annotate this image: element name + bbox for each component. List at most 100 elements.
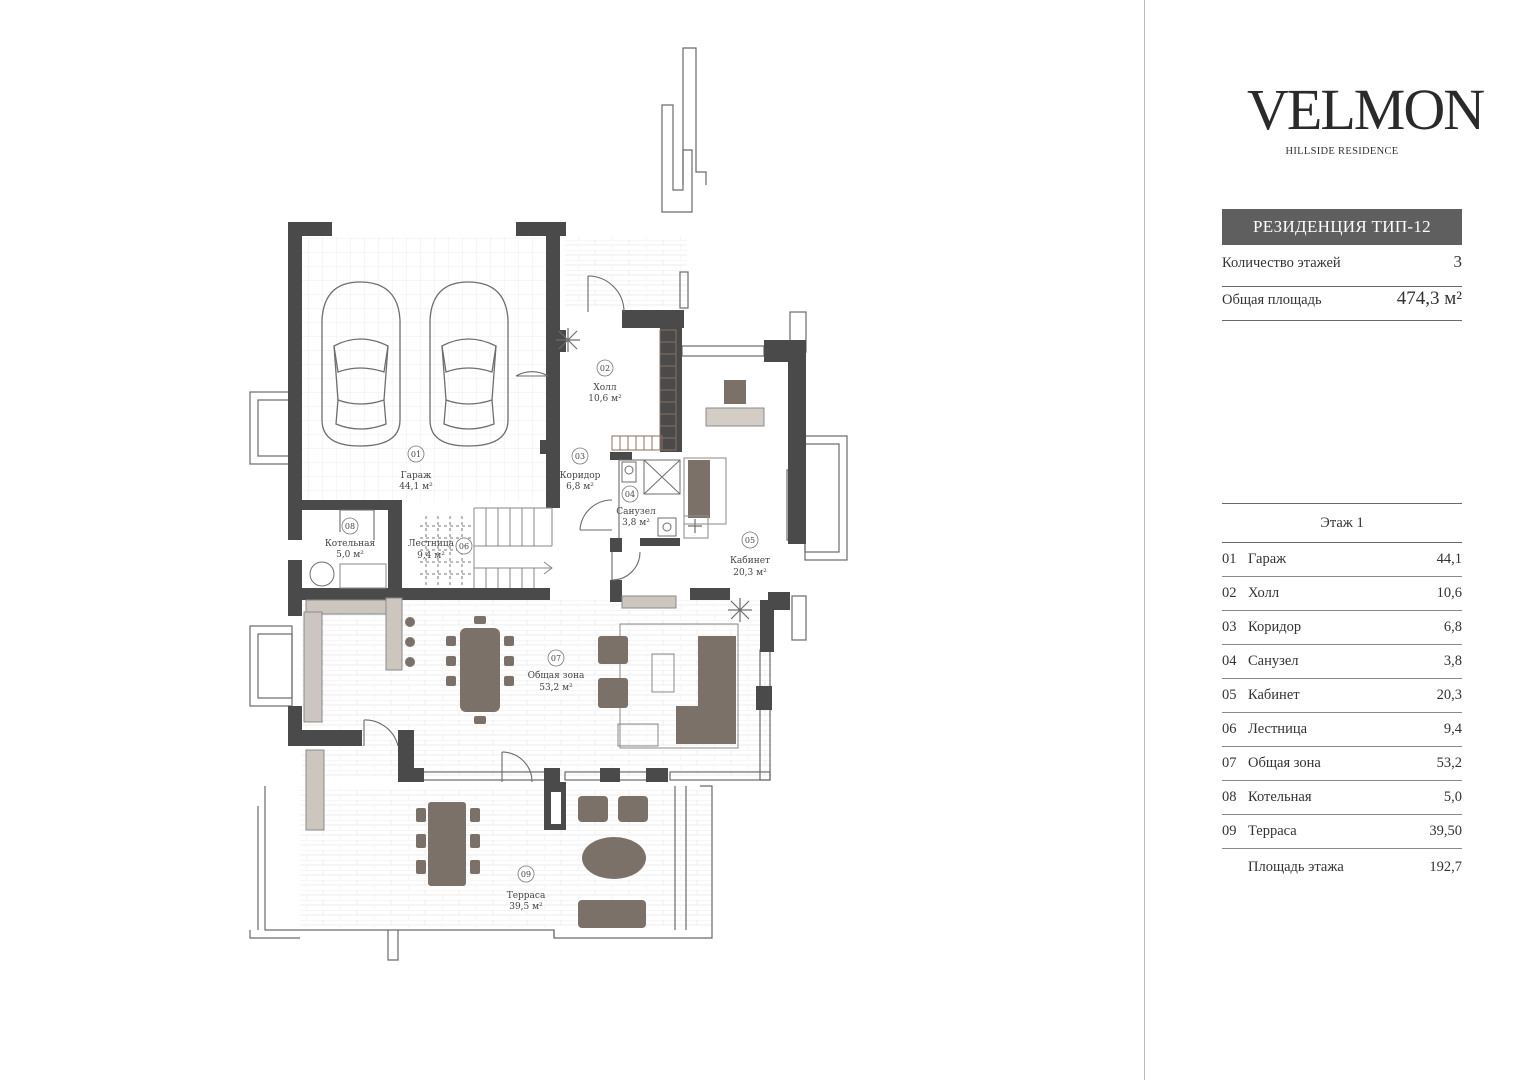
brand-tagline: HILLSIDE RESIDENCE: [1285, 146, 1399, 157]
room-name: Гараж: [1248, 551, 1287, 567]
stairs: [420, 516, 474, 586]
room-label-04: 04 Санузел 3,8 м²: [616, 485, 656, 528]
svg-text:5,0 м²: 5,0 м²: [336, 550, 364, 560]
room-label-05: 05 Кабинет 20,3 м²: [730, 531, 770, 578]
svg-text:07: 07: [551, 654, 561, 663]
stairs-upper: [473, 507, 553, 588]
svg-text:20,3 м²: 20,3 м²: [733, 568, 767, 578]
svg-text:10,6 м²: 10,6 м²: [588, 394, 622, 404]
room-name: Общая зона: [1248, 755, 1321, 771]
table-row: 02 Холл 10,6: [1222, 577, 1462, 611]
floor-title: Этаж 1: [1222, 503, 1462, 543]
svg-text:Гараж: Гараж: [401, 471, 432, 481]
room-label-06: 06 Лестница 9,4 м²: [408, 537, 473, 561]
svg-text:01: 01: [411, 450, 421, 459]
room-number: 04: [1222, 653, 1237, 669]
svg-text:Общая зона: Общая зона: [528, 670, 585, 681]
plant-icons: [556, 328, 752, 622]
stat-total-area-label: Общая площадь: [1222, 292, 1322, 308]
svg-text:Холл: Холл: [593, 383, 617, 393]
table-row: 03 Коридор 6,8: [1222, 611, 1462, 645]
room-area: 5,0: [1443, 789, 1462, 805]
stat-total-area: Общая площадь 474,3 м²: [1222, 288, 1462, 321]
room-name: Терраса: [1248, 823, 1297, 839]
thin-outlines: [249, 47, 848, 961]
boiler-unit: [339, 563, 387, 589]
room-label-02: 02 Холл 10,6 м²: [588, 359, 622, 404]
table-row: 07 Общая зона 53,2: [1222, 747, 1462, 781]
svg-text:Кабинет: Кабинет: [730, 555, 770, 566]
svg-text:44,1 м²: 44,1 м²: [399, 482, 433, 492]
room-name: Коридор: [1248, 619, 1302, 635]
svg-text:09: 09: [521, 870, 531, 879]
room-area: 3,8: [1443, 653, 1462, 669]
stat-floors: Количество этажей 3: [1222, 252, 1462, 287]
floor-area-table: Этаж 1 01 Гараж 44,1 02 Холл 10,6 03 Кор…: [1222, 503, 1462, 885]
stat-floors-value: 3: [1453, 252, 1463, 271]
svg-text:08: 08: [345, 522, 355, 531]
floor-plan: 01 Гараж 44,1 м² 02 Холл 10,6 м² 03 Кори…: [249, 47, 848, 961]
room-name: Кабинет: [1248, 687, 1300, 703]
room-name: Лестница: [1248, 721, 1308, 737]
svg-text:6,8 м²: 6,8 м²: [566, 482, 594, 492]
table-row: 01 Гараж 44,1: [1222, 543, 1462, 577]
room-number: 05: [1222, 687, 1237, 703]
stat-total-area-value: 474,3 м²: [1396, 288, 1462, 309]
brand-name: VELMON: [1247, 77, 1485, 142]
svg-text:04: 04: [625, 490, 635, 499]
svg-text:9,4 м²: 9,4 м²: [417, 551, 445, 561]
table-row: 09 Терраса 39,50: [1222, 815, 1462, 849]
room-area: 53,2: [1436, 755, 1462, 771]
room-number: 02: [1222, 585, 1237, 601]
table-row: 06 Лестница 9,4: [1222, 713, 1462, 747]
svg-text:3,8 м²: 3,8 м²: [622, 518, 650, 528]
room-number: 07: [1222, 755, 1237, 771]
room-area: 44,1: [1436, 551, 1462, 567]
boiler-icon: [309, 561, 335, 587]
room-number: 03: [1222, 619, 1237, 635]
svg-text:53,2 м²: 53,2 м²: [539, 683, 573, 693]
room-number: 09: [1222, 823, 1237, 839]
floor-total-label: Площадь этажа: [1248, 858, 1344, 875]
room-name: Котельная: [1248, 789, 1312, 805]
floor-total-row: Площадь этажа 192,7: [1222, 849, 1462, 885]
doors: [339, 275, 660, 783]
living-furniture: [303, 595, 739, 831]
svg-text:Котельная: Котельная: [325, 539, 376, 549]
room-area: 39,50: [1429, 823, 1462, 839]
table-row: 04 Санузел 3,8: [1222, 645, 1462, 679]
wardrobes: [611, 329, 677, 451]
room-label-07: 07 Общая зона 53,2 м²: [528, 649, 585, 693]
residence-type-title: РЕЗИДЕНЦИЯ ТИП-12: [1222, 209, 1462, 245]
svg-text:Лестница: Лестница: [408, 539, 455, 549]
room-number: 08: [1222, 789, 1237, 805]
room-name: Санузел: [1248, 653, 1299, 669]
room-area: 9,4: [1443, 721, 1462, 737]
floor-total-value: 192,7: [1429, 858, 1462, 875]
svg-text:03: 03: [575, 452, 585, 461]
svg-text:Терраса: Терраса: [507, 891, 546, 901]
room-number: 06: [1222, 721, 1237, 737]
room-area: 6,8: [1443, 619, 1462, 635]
room-label-09: 09 Терраса 39,5 м²: [507, 865, 546, 912]
table-row: 08 Котельная 5,0: [1222, 781, 1462, 815]
svg-text:Коридор: Коридор: [560, 471, 601, 481]
room-name: Холл: [1248, 585, 1280, 601]
panel-divider: [1144, 0, 1145, 1080]
office-furniture: [683, 380, 765, 539]
room-area: 20,3: [1436, 687, 1462, 703]
room-label-03: 03 Коридор 6,8 м²: [560, 447, 601, 492]
svg-text:06: 06: [459, 542, 469, 551]
svg-text:02: 02: [600, 364, 610, 373]
car-left: [321, 281, 401, 447]
room-label-01: 01 Гараж 44,1 м²: [399, 445, 433, 492]
terrace-furniture: [416, 796, 648, 928]
car-right: [429, 281, 509, 447]
table-row: 05 Кабинет 20,3: [1222, 679, 1462, 713]
room-area: 10,6: [1436, 585, 1462, 601]
svg-text:Санузел: Санузел: [616, 507, 656, 517]
brand-logo: VELMON HILLSIDE RESIDENCE: [1247, 77, 1485, 158]
room-number: 01: [1222, 551, 1237, 567]
stat-floors-label: Количество этажей: [1222, 255, 1341, 271]
bathroom-fixtures: [621, 459, 681, 537]
